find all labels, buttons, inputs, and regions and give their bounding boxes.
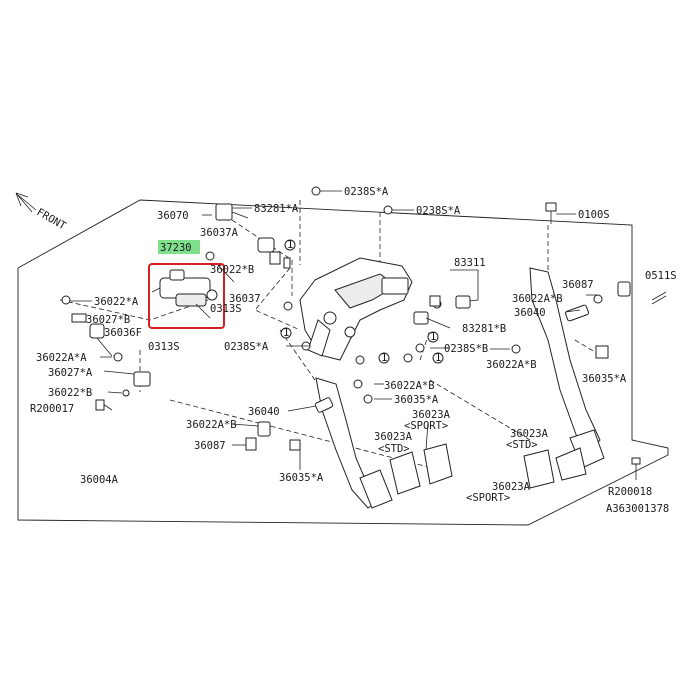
label-r200017: R200017 (30, 403, 74, 415)
label-36023a-std: 36023A (374, 431, 413, 443)
label-std-1: <STD> (378, 443, 410, 455)
figure-code: A363001378 (606, 503, 669, 515)
bolt-r200018 (631, 457, 641, 480)
label-36037a: 36037A (200, 227, 239, 239)
svg-text:1: 1 (287, 239, 293, 251)
label-36022-b-b: 36022*B (48, 387, 92, 399)
switch-assembly (205, 203, 291, 283)
svg-text:1: 1 (381, 352, 387, 364)
label-36036f: 36036F (104, 327, 142, 339)
label-37230: 37230 (160, 242, 192, 254)
svg-text:1: 1 (283, 327, 289, 339)
label-83311: 83311 (454, 257, 486, 269)
label-0238s-a-mid: 0238S*A (416, 205, 461, 217)
frame (17, 199, 669, 526)
label-0511s: 0511S (645, 270, 677, 282)
front-arrow-icon (15, 192, 37, 213)
left-linkage (61, 295, 151, 411)
label-36035-a-m: 36035*A (394, 394, 439, 406)
label-36035-a-r: 36035*A (582, 373, 627, 385)
label-36087-l: 36087 (194, 440, 226, 452)
label-36040-r: 36040 (514, 307, 546, 319)
label-36027-b: 36027*B (86, 314, 130, 326)
label-36037: 36037 (229, 293, 261, 305)
label-36022a-b-r2: 36022A*B (486, 359, 537, 371)
label-36022a-b-m: 36022A*B (384, 380, 435, 392)
label-36023a-std-r: 36023A (510, 428, 549, 440)
clutch-master-cylinder (151, 269, 218, 319)
label-83281-a: 83281*A (254, 203, 299, 215)
label-std-2: <STD> (506, 439, 538, 451)
label-0313s-b: 0313S (148, 341, 180, 353)
label-36070: 36070 (157, 210, 189, 222)
label-36035-a-l: 36035*A (279, 472, 324, 484)
label-r200018: R200018 (608, 486, 652, 498)
label-0238s-a-l: 0238S*A (224, 341, 269, 353)
label-36087-r: 36087 (562, 279, 594, 291)
svg-text:1: 1 (435, 352, 441, 364)
svg-text:1: 1 (430, 331, 436, 343)
harness-83311 (413, 269, 479, 325)
label-36023a-sport: 36023A (412, 409, 451, 421)
label-36022-b-a: 36022*B (210, 264, 254, 276)
pedal-bracket (299, 257, 413, 361)
label-0238s-a-top: 0238S*A (344, 186, 389, 198)
front-label: FRONT (35, 206, 69, 233)
label-sport-2: <SPORT> (466, 492, 510, 504)
part-labels: 0238S*A 0238S*A 0100S 36070 83281*A 3603… (30, 186, 677, 515)
label-36004a: 36004A (80, 474, 119, 486)
label-36022a-b-l: 36022A*B (186, 419, 237, 431)
label-36022-a: 36022*A (94, 296, 139, 308)
label-36040-l: 36040 (248, 406, 280, 418)
label-36023a-sport-r: 36023A (492, 481, 531, 493)
callout-box (148, 263, 225, 329)
label-0100s: 0100S (578, 209, 610, 221)
brake-pedal (245, 377, 453, 509)
part-highlight (158, 240, 200, 254)
label-36027-a: 36027*A (48, 367, 93, 379)
leader-lines (70, 190, 598, 470)
clutch-pedal (523, 267, 631, 489)
label-36022a-b-r: 36022A*B (512, 293, 563, 305)
label-0313s-a: 0313S (210, 303, 242, 315)
label-sport-1: <SPORT> (404, 420, 448, 432)
reference-markers: 1 1 1 1 1 (280, 239, 444, 364)
label-83281-b: 83281*B (462, 323, 506, 335)
label-36022a-a: 36022A*A (36, 352, 87, 364)
label-0238s-b: 0238S*B (444, 343, 488, 355)
bolt-0100s (545, 202, 557, 224)
